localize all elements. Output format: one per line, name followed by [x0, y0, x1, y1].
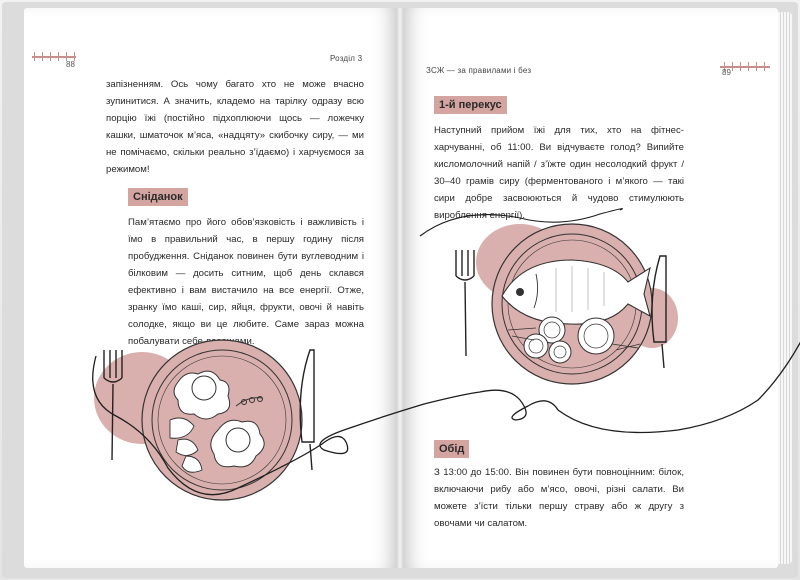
page-number: 89 [722, 68, 731, 77]
page-ruler [720, 54, 770, 74]
knife-icon [299, 349, 315, 471]
paragraph-snack: Наступний прийом їжі для тих, хто на фіт… [434, 125, 684, 221]
decorative-line [92, 341, 800, 496]
paragraph-intro: запізненням. Ось чому багато хто не може… [106, 79, 364, 175]
page-ruler [32, 44, 76, 64]
paragraph-breakfast: Пам’ятаємо про його обов’язковість і важ… [128, 217, 364, 347]
decorative-line [419, 208, 624, 237]
section-heading-breakfast: Сніданок [128, 188, 188, 206]
running-head: ЗСЖ — за правилами і без [426, 66, 532, 75]
section-heading-snack: 1-й перекус [434, 96, 507, 114]
knife-icon [651, 255, 667, 369]
paragraph-lunch: З 13:00 до 15:00. Він повинен бути повно… [434, 467, 684, 529]
page-edges [778, 12, 792, 564]
fork-icon [455, 250, 475, 357]
fork-icon [103, 350, 123, 461]
page-number: 88 [66, 60, 75, 69]
fish-plate-icon [476, 223, 678, 385]
section-heading-lunch: Обід [434, 440, 470, 458]
book-spine [396, 8, 404, 568]
running-head: Розділ 3 [330, 54, 363, 63]
breakfast-plate-icon [94, 339, 303, 501]
